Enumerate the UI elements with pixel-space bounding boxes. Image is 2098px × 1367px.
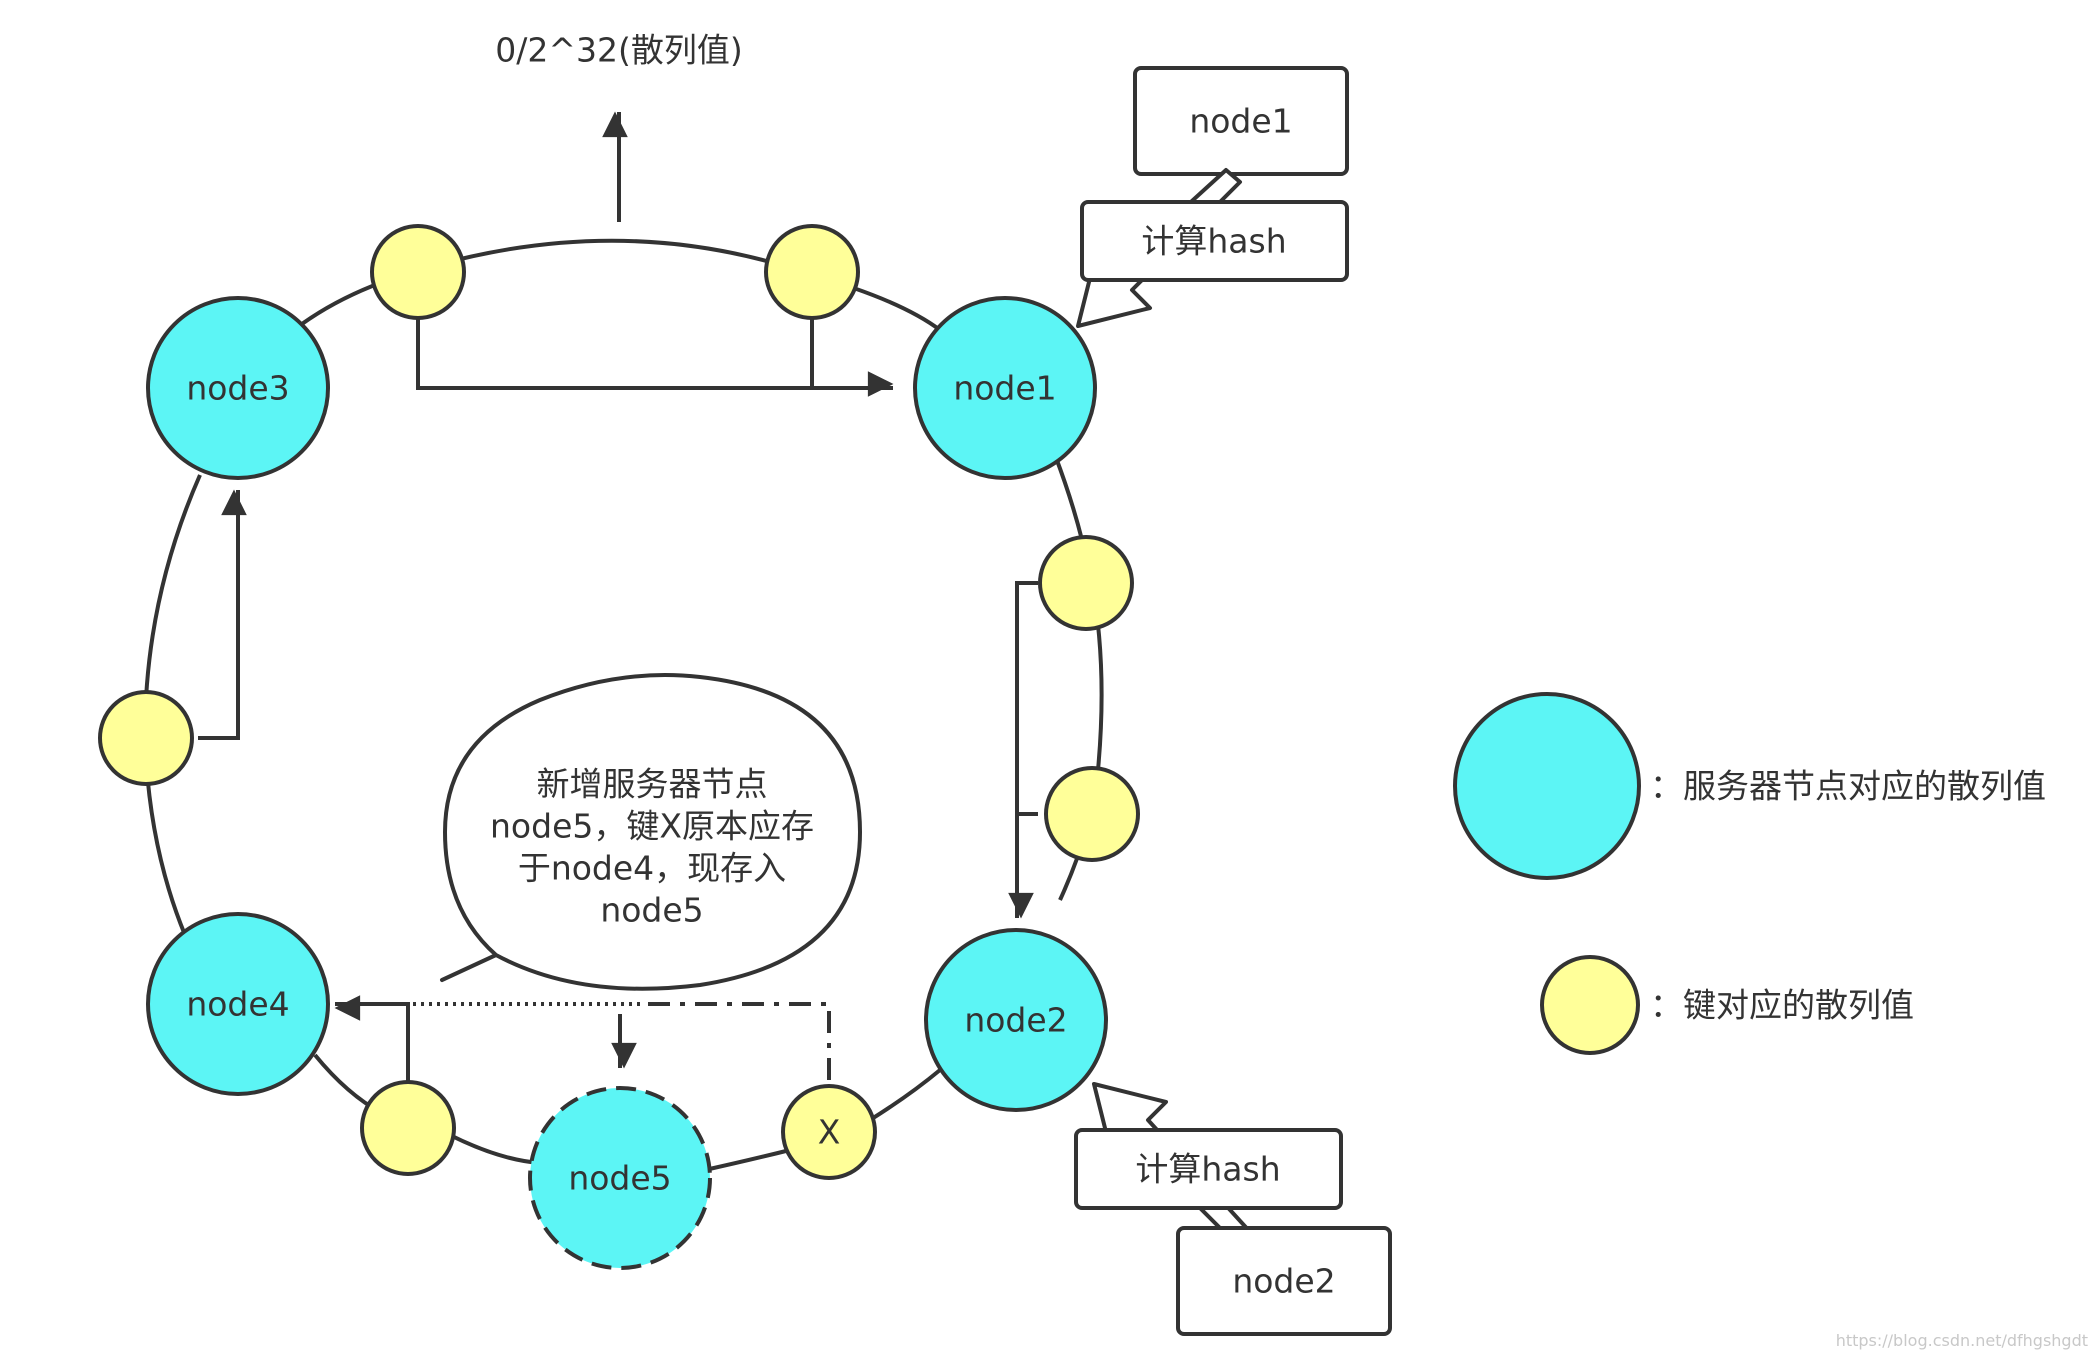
- hash-ring-bottom-right: [704, 1148, 791, 1172]
- key-node-right-lower: [1044, 766, 1140, 862]
- flow-left-key-to-node3: [198, 489, 247, 740]
- hash-input-node2: node2: [1176, 1226, 1392, 1336]
- server-node-node3: node3: [146, 296, 330, 480]
- flow-key-x-dashed: [640, 1002, 831, 1080]
- hash-ring-bottom-node2: [868, 1068, 942, 1122]
- callout-line-3: 于node4，现存入: [518, 849, 786, 888]
- node1-label: node1: [953, 369, 1056, 408]
- origin-label: 0/2^32(散列值): [495, 31, 743, 70]
- legend-server: ：服务器节点对应的散列值: [1453, 692, 2046, 880]
- callout-bubble: [440, 673, 862, 991]
- legend-key-label: ：键对应的散列值: [1650, 986, 1914, 1025]
- key-node-right-upper: [1038, 535, 1134, 631]
- key-node-left: [98, 690, 194, 786]
- key-node-x: X: [781, 1084, 877, 1180]
- callout-line-1: 新增服务器节点: [537, 765, 768, 804]
- legend-server-label: ：服务器节点对应的散列值: [1650, 767, 2046, 806]
- key-node-bottom-left: [360, 1080, 456, 1176]
- server-node-node2: node2: [924, 928, 1108, 1112]
- flow-top-keys-to-node1: [416, 318, 894, 397]
- hash-ring-bottom-mid: [449, 1133, 541, 1165]
- callout-line-2: node5，键X原本应存: [490, 807, 814, 846]
- key-node-top-right: [764, 224, 860, 320]
- hash-input-node1: node1: [1133, 66, 1349, 176]
- hash-compute-bottom-label: 计算hash: [1135, 1150, 1280, 1189]
- hash-input-node1-label: node1: [1189, 102, 1292, 141]
- flow-bottom-key-to-node4: [334, 995, 410, 1082]
- server-node-node4: node4: [146, 912, 330, 1096]
- hash-input-node2-label: node2: [1232, 1262, 1335, 1301]
- hash-ring-upper: [240, 238, 942, 384]
- hash-compute-bottom: 计算hash: [1074, 1128, 1343, 1210]
- callout-line-4: node5: [600, 891, 703, 930]
- key-node-top-left: [370, 224, 466, 320]
- legend-key: ：键对应的散列值: [1540, 955, 1914, 1055]
- hash-compute-top: 计算hash: [1080, 200, 1349, 282]
- node4-label: node4: [186, 985, 289, 1024]
- node5-label: node5: [568, 1159, 671, 1198]
- hash-compute-top-label: 计算hash: [1141, 222, 1286, 261]
- server-node-node5-new: node5: [528, 1086, 712, 1270]
- node3-label: node3: [186, 369, 289, 408]
- watermark: https://blog.csdn.net/dfhgshgdt: [1836, 1331, 2088, 1350]
- flow-right-keys-to-node2: [1008, 581, 1038, 919]
- server-node-node1: node1: [913, 296, 1097, 480]
- node2-label: node2: [964, 1001, 1067, 1040]
- key-x-label: X: [818, 1113, 841, 1152]
